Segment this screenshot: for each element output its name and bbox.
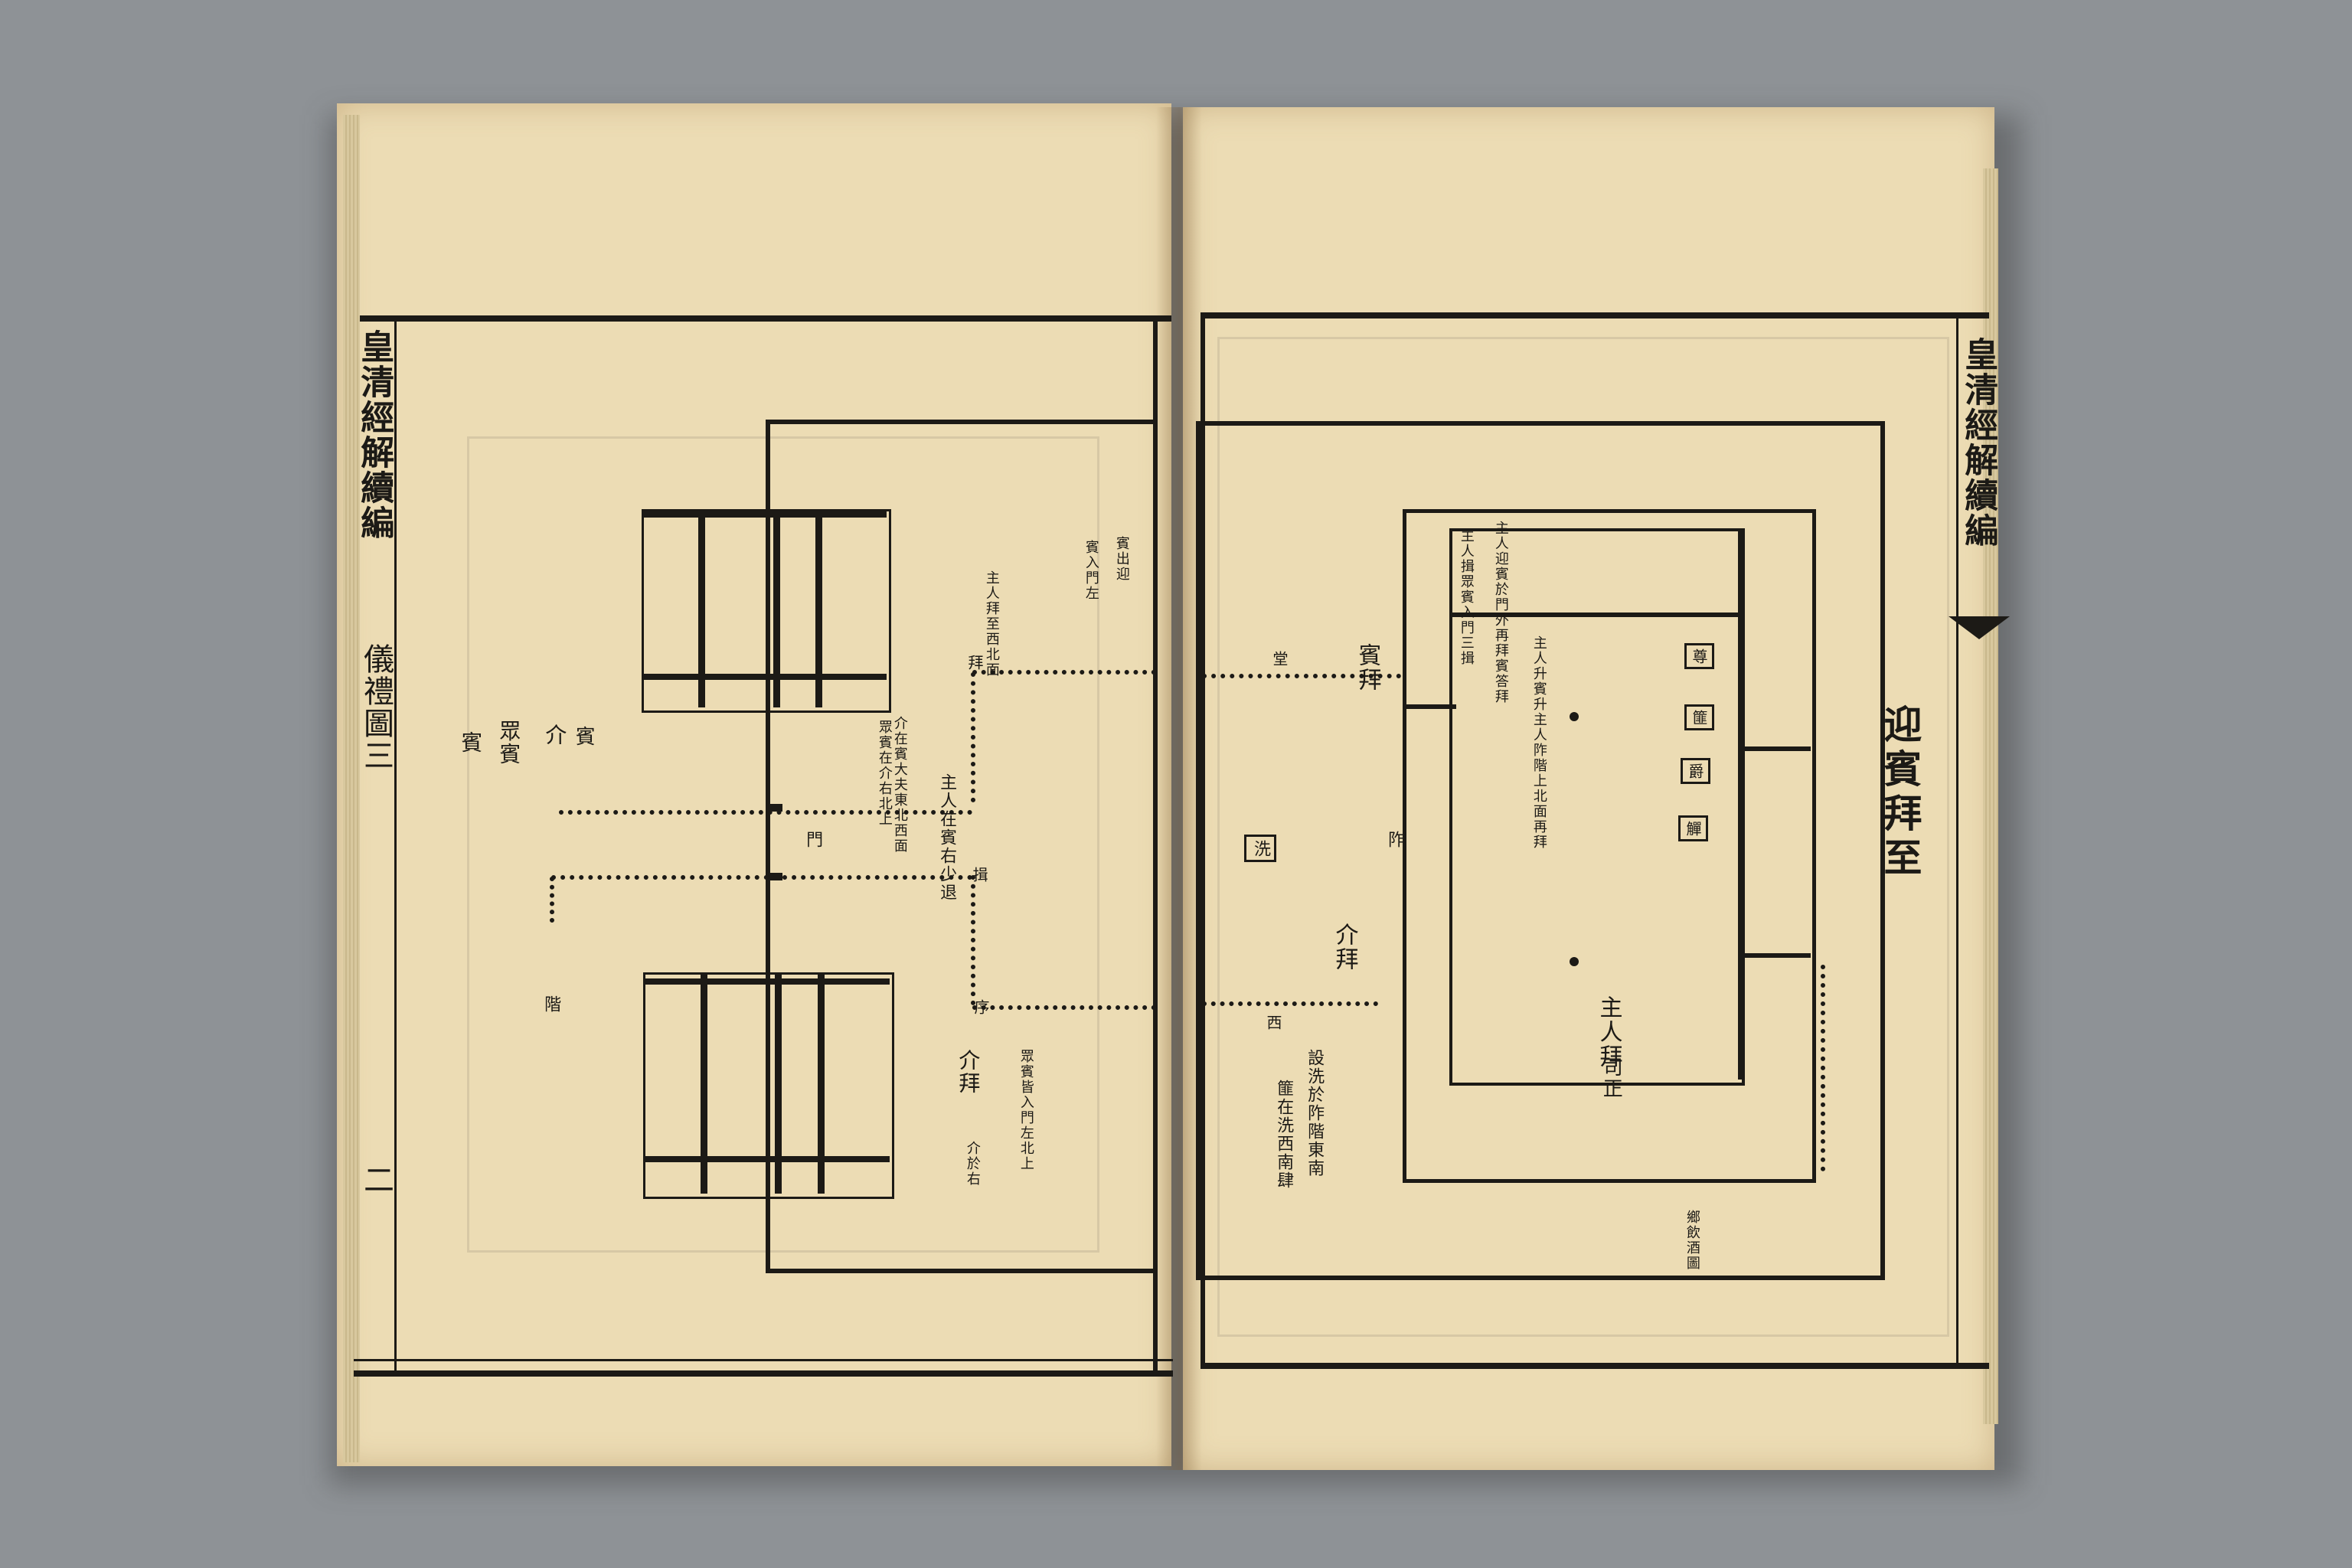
right-path-upper xyxy=(1202,674,1401,678)
path-left-vertical xyxy=(550,877,554,923)
note-top-c: 主人升賓升主人阼階上北面再拜 xyxy=(1530,635,1547,850)
bottom-note: 鄉飲酒圖 xyxy=(1684,1210,1700,1271)
label-bai: 拜 xyxy=(965,655,984,671)
right-top-rule xyxy=(1200,312,1989,318)
left-section-title: 儀禮圖三 xyxy=(358,643,394,772)
path-lower-horizontal xyxy=(551,875,972,880)
label-jie: 介 xyxy=(542,724,568,746)
position-marker-2 xyxy=(1570,957,1579,966)
note-low-a: 設洗於阼階東南 xyxy=(1305,1049,1325,1178)
note-g: 介拜 xyxy=(956,1049,982,1095)
lower-building-col1 xyxy=(701,975,707,1194)
label-box-1: 尊 xyxy=(1684,643,1714,669)
path-bottom-horizontal xyxy=(972,1005,1156,1010)
margin-fishtail-mark xyxy=(1949,616,2010,639)
label-bai2: 揖 xyxy=(970,867,988,884)
label-box-4: 觶 xyxy=(1678,815,1708,841)
left-enclosure-top xyxy=(766,420,1156,424)
label-jie-bai: 介拜 xyxy=(1331,923,1358,972)
note-e: 賓入門左 xyxy=(1083,540,1099,601)
label-box-3: 爵 xyxy=(1681,758,1710,784)
label-zhong-bin: 眾賓 xyxy=(496,720,522,766)
path-upper-vertical xyxy=(971,672,975,802)
note-a: 介在賓大夫東北西面 xyxy=(891,716,908,854)
right-path-side xyxy=(1821,965,1825,1171)
lower-building-col3 xyxy=(818,975,825,1194)
right-inner-room xyxy=(1449,528,1745,1086)
right-path-lower xyxy=(1202,1001,1378,1006)
note-low-b: 篚在洗西南肆 xyxy=(1274,1080,1294,1190)
right-ghost-text xyxy=(1217,337,1949,1337)
left-outer-frame xyxy=(1153,315,1158,1375)
path-upper-horizontal xyxy=(972,670,1156,675)
label-bin-top: 賓 xyxy=(572,726,596,747)
note-top-b: 主人揖眾賓入門三揖 xyxy=(1458,528,1475,666)
right-outer-left xyxy=(1200,312,1205,1369)
label-tang: 堂 xyxy=(1270,651,1289,668)
note-d: 賓出迎 xyxy=(1113,536,1130,582)
note-c: 主人在賓右少退 xyxy=(937,773,957,902)
lower-building xyxy=(643,972,894,1199)
label-zhu-ren-bai: 主人拜 xyxy=(1595,995,1622,1069)
label-box-2: 篚 xyxy=(1684,704,1714,730)
left-enclosure-bottom xyxy=(766,1269,1156,1273)
upper-building-beam-bottom xyxy=(642,674,887,680)
upper-building-col1 xyxy=(698,511,705,707)
left-folio: 二 xyxy=(358,1164,394,1196)
path-lower-vertical xyxy=(971,875,975,1005)
note-h: 眾賓皆入門左北上 xyxy=(1018,1049,1034,1171)
hall-divider-4 xyxy=(1742,953,1811,958)
left-margin-title: 皇清經解續編 xyxy=(354,329,394,541)
label-si: 司正 xyxy=(1599,1057,1623,1099)
path-mid-horizontal xyxy=(559,810,972,815)
hall-divider-3 xyxy=(1742,746,1811,751)
note-i: 介於右 xyxy=(964,1141,981,1187)
left-margin-line xyxy=(394,315,397,1375)
right-outer-enclosure xyxy=(1196,421,1885,1280)
upper-building xyxy=(642,509,891,713)
left-page-edges xyxy=(343,115,360,1462)
upper-building-col2 xyxy=(773,511,780,707)
left-enclosure-left xyxy=(766,420,770,1273)
upper-building-beam-top xyxy=(642,511,887,518)
label-ju: 序 xyxy=(972,999,990,1016)
hall-divider-2 xyxy=(1449,612,1739,617)
gate-wall-segment xyxy=(766,804,782,812)
right-hall xyxy=(1403,509,1816,1183)
note-f: 主人拜至西北面 xyxy=(983,570,1000,678)
lower-building-beam-bottom xyxy=(643,1156,890,1162)
book-gutter xyxy=(1156,107,1202,1470)
right-page xyxy=(1183,107,1994,1470)
left-ghost-diagram xyxy=(467,436,1099,1253)
right-page-edges xyxy=(1983,168,1998,1424)
label-small-box: 洗 xyxy=(1244,835,1276,862)
left-top-rule xyxy=(360,315,1171,322)
label-zuo: 阼 xyxy=(1385,831,1405,849)
left-bottom-rule xyxy=(354,1370,1173,1377)
label-bin-bai: 賓拜 xyxy=(1354,643,1381,692)
label-xi: 西 xyxy=(1264,1014,1282,1031)
right-heading: 迎賓拜至 xyxy=(1877,704,1923,882)
hall-divider-1 xyxy=(1738,528,1743,1080)
note-b: 眾賓在介右北上 xyxy=(876,720,893,827)
left-bottom-rule-thin xyxy=(354,1359,1173,1361)
label-fu: 階 xyxy=(541,995,561,1014)
lower-building-col2 xyxy=(775,975,782,1194)
right-margin-line xyxy=(1956,312,1958,1369)
label-bin: 賓 xyxy=(458,731,484,754)
left-page xyxy=(337,103,1171,1466)
lower-building-beam-top xyxy=(643,978,890,985)
upper-building-col3 xyxy=(815,511,822,707)
right-bottom-rule xyxy=(1200,1363,1989,1369)
label-men: 門 xyxy=(803,831,823,849)
position-marker-1 xyxy=(1570,712,1579,721)
note-top-a: 主人迎賓於門外再拜賓答拜 xyxy=(1492,521,1509,704)
hall-stair xyxy=(1403,704,1456,709)
right-margin-title: 皇清經解續編 xyxy=(1958,337,1998,548)
